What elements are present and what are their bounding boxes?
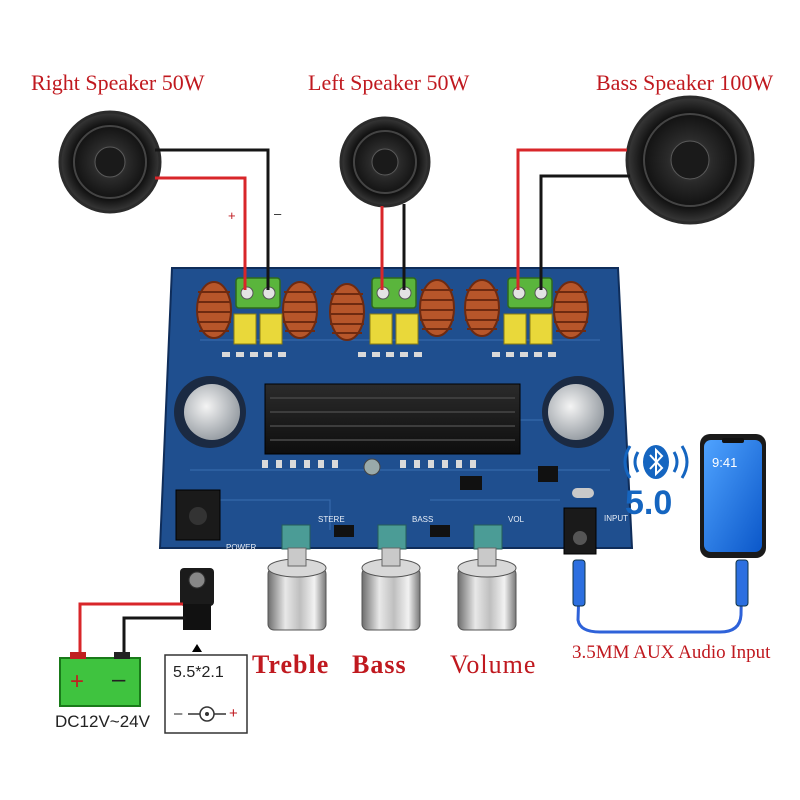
bass-speaker-label: Bass Speaker 100W (596, 70, 774, 95)
jack-negative: – (174, 705, 183, 722)
battery-voltage-label: DC12V~24V (55, 712, 150, 731)
silk-bass: BASS (412, 515, 434, 524)
power-wires (78, 602, 186, 658)
jack-positive: + (229, 705, 238, 722)
electrolytic-capacitors (174, 376, 614, 448)
jack-size-label: 5.5*2.1 (173, 664, 224, 681)
battery-minus: – (112, 666, 126, 693)
right-speaker-label: Right Speaker 50W (31, 70, 205, 95)
aux-cable (572, 559, 749, 634)
silk-power: POWER (226, 543, 257, 552)
aux-input-label: 3.5MM AUX Audio Input (572, 642, 771, 663)
speaker-wires (155, 148, 630, 290)
speaker-right (58, 110, 162, 214)
potentiometer-bases (281, 524, 503, 550)
left-speaker-label: Left Speaker 50W (308, 70, 470, 95)
smartphone (700, 434, 766, 558)
silk-vol: VOL (508, 515, 525, 524)
phone-time: 9:41 (712, 455, 738, 470)
positive-polarity-mark: + (228, 208, 236, 223)
battery (59, 652, 141, 707)
dc-plug (180, 568, 214, 652)
board-aux-jack (563, 507, 597, 555)
silk-stereo: STERE (318, 515, 345, 524)
inductors (196, 279, 589, 341)
knob-volume[interactable] (457, 547, 517, 631)
negative-polarity-mark: – (274, 206, 282, 221)
battery-plus: + (70, 668, 85, 695)
speaker-left (339, 116, 431, 208)
bluetooth-version: 5.0 (625, 484, 673, 522)
treble-label: Treble (252, 650, 330, 679)
bluetooth-icon (623, 445, 689, 479)
film-capacitors (233, 313, 553, 345)
knob-bass[interactable] (361, 547, 421, 631)
smd-components (222, 352, 556, 468)
ic-chips (334, 466, 594, 537)
jack-spec-box (164, 654, 248, 734)
board-dc-jack (175, 489, 221, 541)
knob-treble[interactable] (267, 547, 327, 631)
volume-label: Volume (450, 650, 537, 679)
silk-input: INPUT (604, 514, 628, 523)
speaker-bass (625, 95, 755, 225)
bass-label: Bass (352, 650, 407, 679)
trimmer (363, 458, 381, 476)
heatsink (264, 383, 521, 455)
